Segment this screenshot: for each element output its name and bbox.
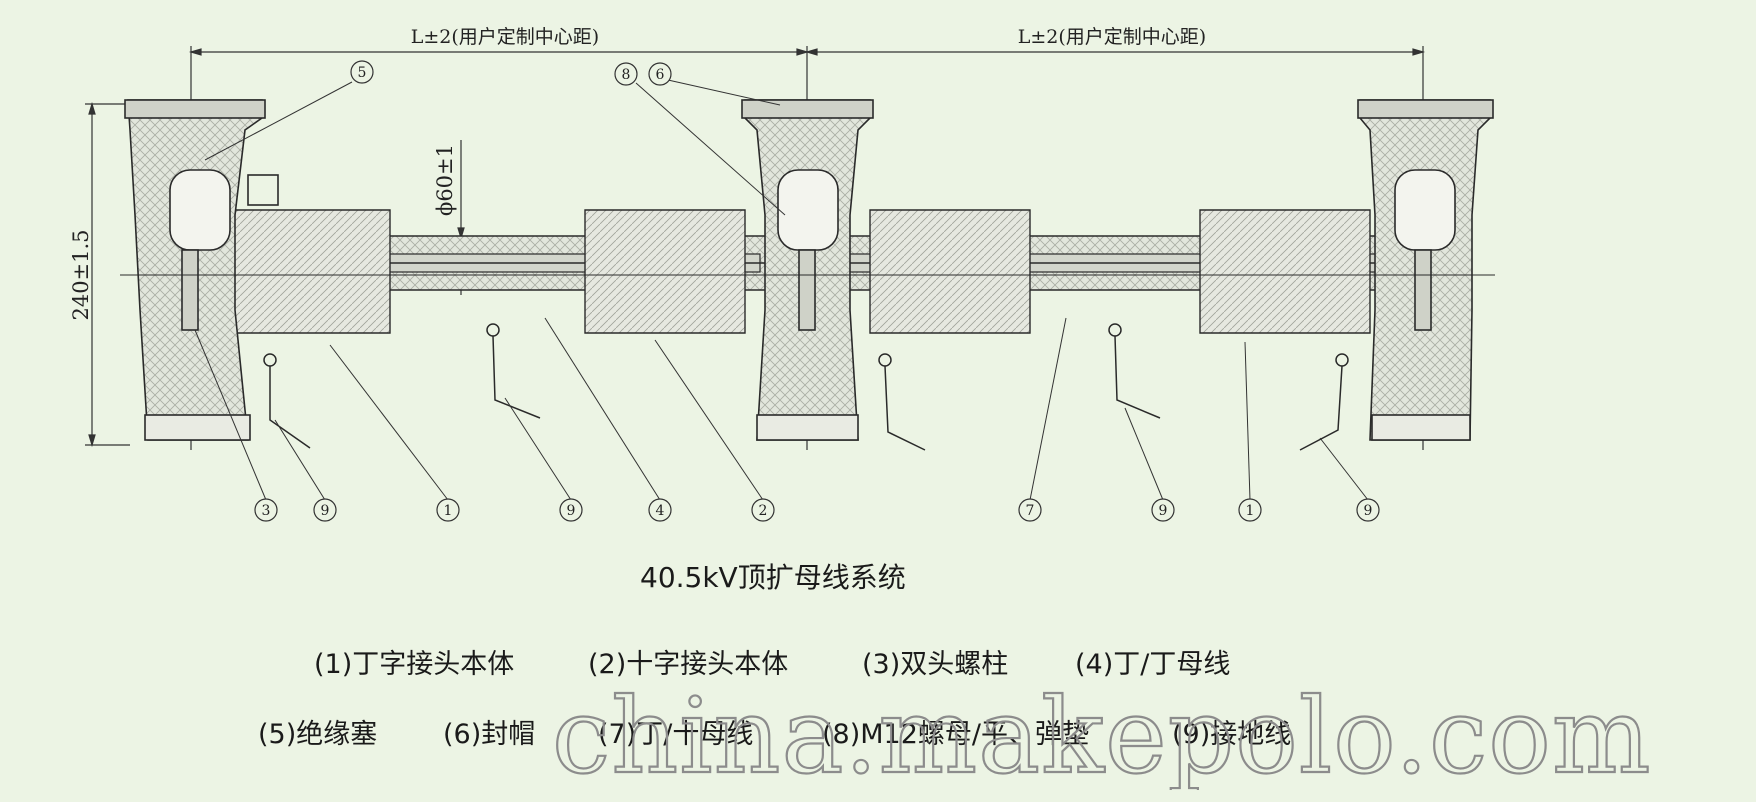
callout-label: 9 [1159, 503, 1168, 519]
leader-lines [194, 79, 1369, 501]
dimension-height [85, 101, 130, 448]
legend-item: (9)接地线 [1172, 719, 1292, 750]
watermark-text: china.makepolo.com [552, 680, 1652, 790]
ground-wires [263, 323, 1349, 451]
legend-item: (4)丁/丁母线 [1075, 649, 1231, 680]
legend-item: (6)封帽 [443, 719, 536, 750]
callout-label: 9 [567, 503, 576, 519]
legend-item: (7)丁/十母线 [598, 719, 754, 750]
cross-joint-center [741, 99, 874, 441]
legend-item: (2)十字接头本体 [588, 649, 789, 680]
legend-row-1: (1)丁字接头本体 (2)十字接头本体 (3)双头螺柱 (4)丁/丁母线 [0, 642, 1756, 682]
legend-row-2: (5)绝缘塞 (6)封帽 (7)丁/十母线 (8)M12螺母/平、弹垫 (9)接… [0, 712, 1756, 752]
tee-joint-right [1357, 99, 1494, 441]
callout-label: 6 [656, 67, 665, 83]
legend-item: (1)丁字接头本体 [314, 649, 515, 680]
diagram-caption: 40.5kV顶扩母线系统 [640, 561, 906, 594]
callout-label: 8 [622, 67, 631, 83]
dimension-label-right: L±2(用户定制中心距) [1018, 26, 1206, 48]
callout-label: 4 [656, 503, 665, 519]
legend-item: (8)M12螺母/平、弹垫 [822, 719, 1089, 750]
dimension-diameter-label: ϕ60±1 [433, 144, 457, 216]
dimension-height-label: 240±1.5 [69, 229, 93, 320]
callouts: 5 8 6 3 9 1 9 4 2 7 9 1 9 [254, 60, 1380, 522]
callout-label: 5 [358, 65, 367, 81]
callout-label: 1 [1246, 503, 1255, 519]
callout-label: 9 [321, 503, 330, 519]
callout-label: 1 [444, 503, 453, 519]
tee-joint-left [124, 99, 279, 441]
legend-item: (3)双头螺柱 [862, 649, 1009, 680]
dimension-label-left: L±2(用户定制中心距) [411, 26, 599, 48]
watermark: china.makepolo.com [552, 680, 1652, 790]
busbar-sleeves [224, 209, 1371, 334]
callout-label: 7 [1026, 503, 1035, 519]
callout-label: 9 [1364, 503, 1373, 519]
legend-item: (5)绝缘塞 [258, 719, 378, 750]
callout-label: 2 [759, 503, 768, 519]
callout-label: 3 [262, 503, 271, 519]
